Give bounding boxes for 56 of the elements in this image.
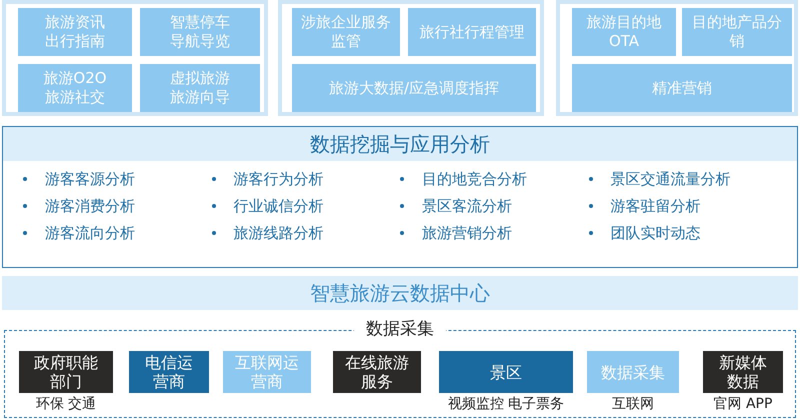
module-panel [556, 0, 798, 116]
analysis-item: 行业诚信分析 [234, 196, 324, 216]
analysis-item: 旅游营销分析 [422, 223, 512, 243]
analysis-item: 游客流向分析 [45, 223, 135, 243]
source-note: 互联网 [612, 395, 654, 413]
function-box [572, 8, 676, 56]
box-text: 目的地产品分销 [691, 13, 783, 51]
analysis-item: 景区交通流量分析 [610, 169, 730, 189]
module-panel [278, 0, 544, 116]
box-text: 出行指南 [45, 32, 105, 51]
box-text: 智慧停车 [170, 13, 230, 32]
function-box [292, 64, 536, 112]
box-text: 数据采集 [601, 362, 665, 382]
box-text: 在线旅游服务 [344, 353, 410, 391]
analysis-item: 游客客源分析 [45, 169, 135, 189]
module-panel [2, 0, 268, 116]
source-note: 视频监控 电子票务 [448, 395, 564, 413]
source-note: 官网 APP [714, 395, 772, 413]
source-note: 环保 交通 [36, 395, 96, 413]
box-text: 旅游社交 [45, 88, 105, 107]
analysis-item: 游客行为分析 [234, 169, 324, 189]
box-text: 政府职能部门 [33, 353, 99, 391]
function-box [140, 64, 260, 112]
box-text: 导航导览 [170, 32, 230, 51]
function-box [408, 8, 536, 56]
analysis-item: 游客驻留分析 [610, 196, 700, 216]
analysis-item: 团队实时动态 [610, 223, 700, 243]
box-text: 精准营销 [652, 78, 712, 98]
box-text: 虚拟旅游 [170, 69, 230, 88]
analysis-item: 目的地竞合分析 [422, 169, 527, 189]
box-text: 涉旅企业服务监管 [300, 13, 392, 51]
box-text: 旅游大数据/应急调度指挥 [328, 78, 500, 98]
function-box [572, 64, 792, 112]
box-text: 互联网运营商 [234, 353, 300, 391]
box-text: 旅行社行程管理 [420, 22, 524, 42]
box-text: 旅游目的地 OTA [586, 13, 662, 51]
function-box [140, 8, 260, 56]
function-box [18, 64, 132, 112]
box-text: 景区 [490, 362, 522, 382]
function-box [333, 351, 421, 393]
box-text: 新媒体数据 [718, 353, 768, 391]
analysis-panel [2, 126, 798, 268]
function-box [292, 8, 400, 56]
analysis-item: 景区客流分析 [422, 196, 512, 216]
data-center-band: 智慧旅游云数据中心 [2, 276, 798, 310]
box-text: 旅游资讯 [45, 13, 105, 32]
analysis-item: 旅游线路分析 [234, 223, 324, 243]
panel-heading: 数据挖掘与应用分析 [3, 127, 797, 161]
function-box [18, 8, 132, 56]
box-text: 旅游O2O [43, 69, 107, 88]
box-text: 旅游向导 [170, 88, 230, 107]
analysis-item: 游客消费分析 [45, 196, 135, 216]
function-box [682, 8, 792, 56]
function-box [129, 351, 209, 393]
box-text: 电信运营商 [144, 353, 194, 391]
function-box [223, 351, 311, 393]
